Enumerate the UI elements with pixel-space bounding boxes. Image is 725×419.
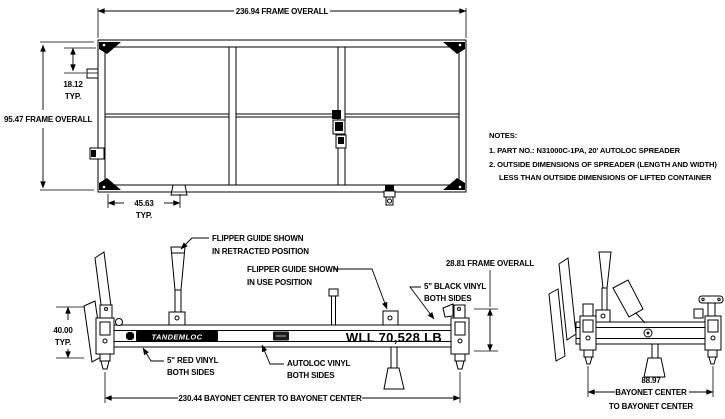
notes-block: NOTES: 1. PART NO.: N31000C-1PA, 20' AUT… [489,131,717,182]
dim-width-text: 236.94 FRAME OVERALL [236,7,329,16]
end-handle [693,295,724,319]
dim-height-text: 95.47 FRAME OVERALL [4,115,93,124]
plan-dim-height: 95.47 FRAME OVERALL [4,41,94,191]
plan-guide-pins [86,68,396,206]
black-vinyl-line1: 5" BLACK VINYL [424,282,486,291]
plan-dim-pin-offset: 45.63 TYP. [107,194,181,220]
tandemloc-logo: TANDEMLOC [126,330,218,342]
flipper-retracted-line1: FLIPPER GUIDE SHOWN [212,234,304,243]
plan-center-latch [332,110,347,149]
red-vinyl-line1: 5" RED VINYL [167,356,219,365]
end-flipper-below [643,343,666,378]
plan-dim-width: 236.94 FRAME OVERALL [97,7,467,38]
label-red-vinyl: 5" RED VINYL BOTH SIDES [142,347,219,377]
plan-frame-inner [104,46,460,186]
dim-pin-typ-text: TYP. [136,211,152,220]
end-dim-line1: BAYONET CENTER [615,388,687,397]
dim-corner-typ-text: TYP. [65,92,81,101]
notes-line-2: 2. OUTSIDE DIMENSIONS OF SPREADER (LENGT… [489,160,717,169]
notes-heading: NOTES: [489,131,517,140]
plan-view: 236.94 FRAME OVERALL 95.47 FRAME OVERALL… [4,7,467,220]
label-black-vinyl: 5" BLACK VINYL BOTH SIDES [409,282,487,320]
end-dim-line2: TO BAYONET CENTER [609,402,694,411]
end-flipper-angled [612,279,646,324]
label-flipper-retracted: FLIPPER GUIDE SHOWN IN RETRACTED POSITIO… [180,234,309,256]
end-dim-value: 88.97 [641,376,661,385]
side-flipper-in-use [382,310,405,390]
plan-corner-castings [99,42,465,190]
dim-plate-text: 40.00 [53,326,73,335]
flipper-use-line2: IN USE POSITION [247,278,312,287]
label-autoloc-vinyl: AUTOLOC VINYL BOTH SIDES [261,344,351,380]
flipper-retracted-line2: IN RETRACTED POSITION [212,247,309,256]
notes-line-3: LESS THAN OUTSIDE DIMENSIONS OF LIFTED C… [499,173,712,182]
end-right-assembly [704,315,722,365]
black-vinyl-line2: BOTH SIDES [424,294,472,303]
side-center-rod [328,288,339,326]
dim-plate-typ-text: TYP. [55,338,71,347]
dim-frame-text: 28.81 FRAME OVERALL [446,259,535,268]
flipper-use-line1: FLIPPER GUIDE SHOWN [247,265,339,274]
side-view: TANDEMLOC WLL 70,528 LB FLIPPER GUIDE SH… [53,234,535,403]
wll-marking: WLL 70,528 LB [346,330,442,345]
autoloc-vinyl-line1: AUTOLOC VINYL [287,359,351,368]
side-dim-bayonet: 230.44 BAYONET CENTER TO BAYONET CENTER [104,372,461,403]
plan-frame-outer [97,39,467,193]
side-dim-frame-height: 28.81 FRAME OVERALL [446,259,535,352]
dim-pin-text: 45.63 [134,199,154,208]
plan-cross-member [228,46,237,186]
label-flipper-in-use: FLIPPER GUIDE SHOWN IN USE POSITION [247,265,388,310]
dim-bayonet-text: 230.44 BAYONET CENTER TO BAYONET CENTER [178,394,362,403]
end-left-assembly [548,257,597,365]
end-flipper-retracted [595,251,612,323]
end-dim-bayonet: 88.97 BAYONET CENTER TO BAYONET CENTER [587,366,714,411]
side-left-end [83,251,123,370]
dim-corner-text: 18.12 [63,80,83,89]
plan-dim-corner-offset: 18.12 TYP. [63,47,96,101]
side-right-end [442,303,470,370]
autoloc-vinyl-sticker [273,331,289,341]
end-view: 88.97 BAYONET CENTER TO BAYONET CENTER [548,251,724,411]
red-vinyl-line2: BOTH SIDES [167,368,215,377]
notes-line-1: 1. PART NO.: N31000C-1PA, 20' AUTOLOC SP… [489,146,681,155]
brand-text: TANDEMLOC [152,333,203,342]
side-flipper-retracted [168,246,186,326]
side-dim-plate: 40.00 TYP. [53,306,84,359]
autoloc-vinyl-line2: BOTH SIDES [287,371,335,380]
